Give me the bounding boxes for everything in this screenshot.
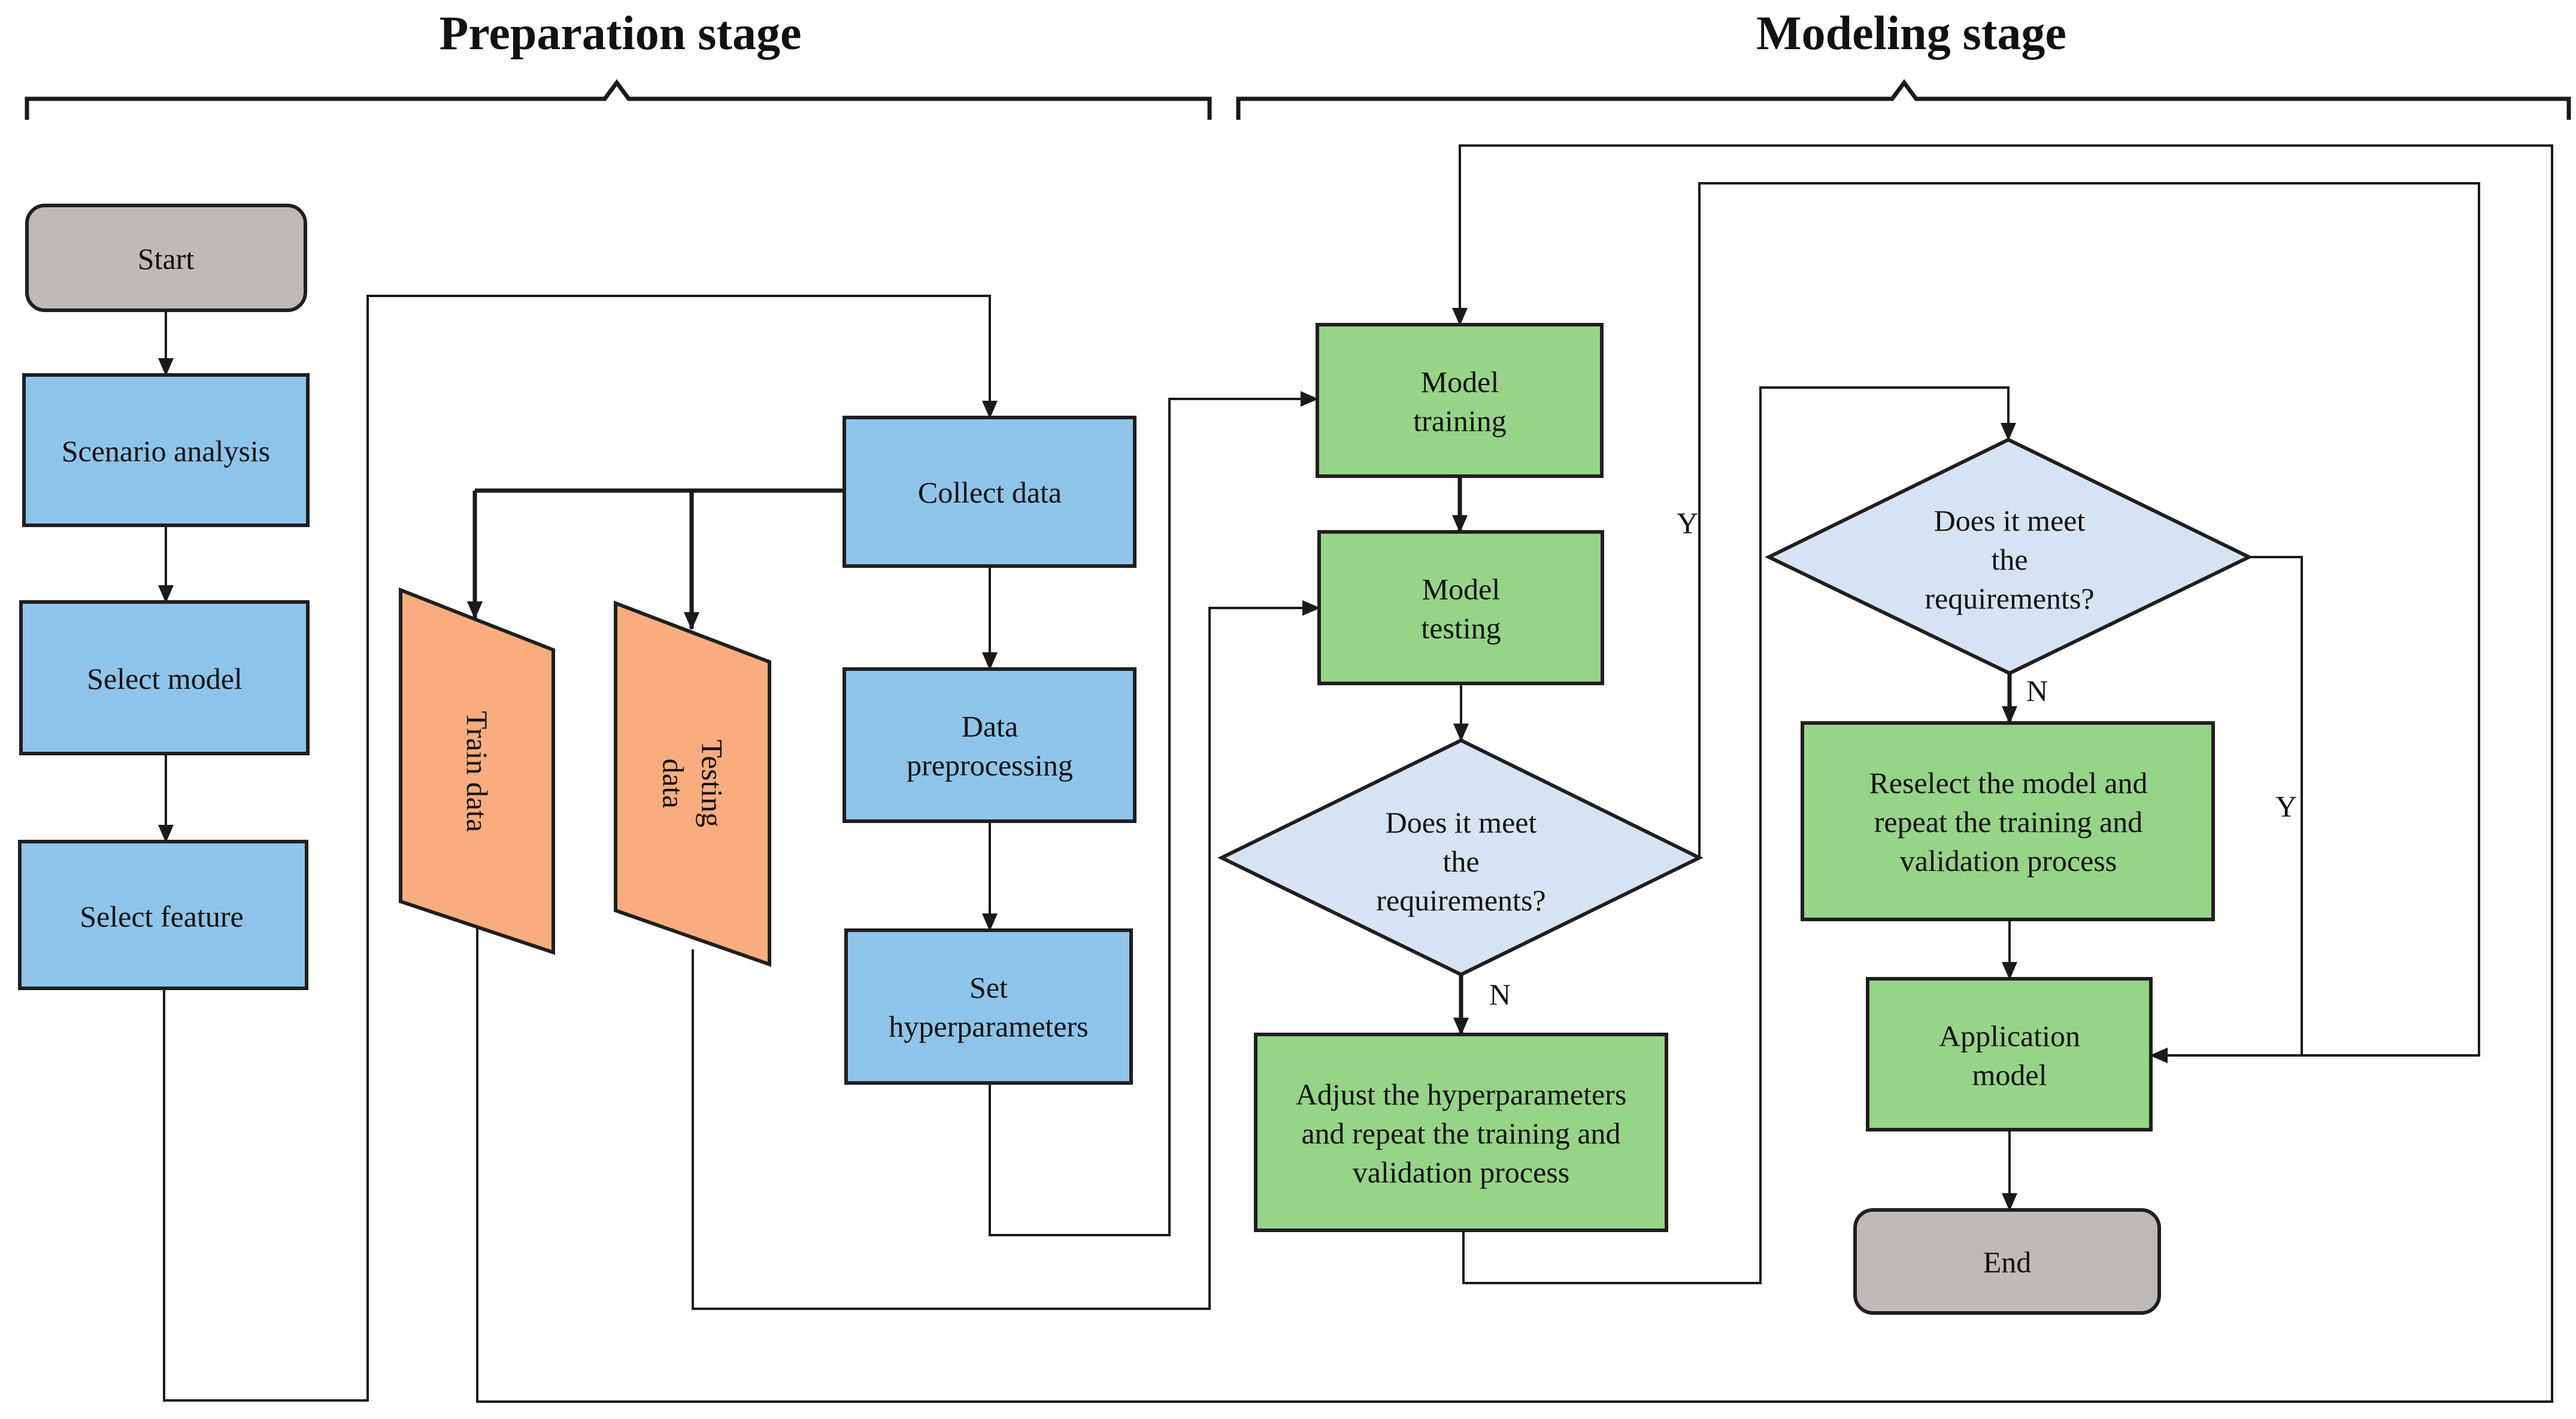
end-label-line: End	[1983, 1245, 2032, 1279]
adjust-label-line: Adjust the hyperparameters	[1296, 1078, 1627, 1111]
scenario-label-line: Scenario analysis	[62, 434, 271, 468]
data-preprocessing-node: Data preprocessing	[842, 667, 1137, 823]
preprocess-label-line: preprocessing	[907, 749, 1073, 782]
svg-text:Start: Start	[138, 242, 195, 276]
edge-select-feature-to-collect	[163, 295, 998, 1402]
set-hyperparameters-node: Set hyperparameters	[844, 928, 1133, 1085]
adjust-label-line: and repeat the training and	[1301, 1117, 1620, 1150]
start-node: Start	[25, 204, 307, 312]
reselect-label-line: Reselect the model and	[1869, 766, 2147, 800]
svg-text:Select model: Select model	[87, 662, 243, 695]
scenario-analysis-node: Scenario analysis	[22, 373, 310, 527]
connectors	[158, 144, 2553, 1403]
preparation-stage-title: Preparation stage	[439, 7, 801, 60]
end-node: End	[1853, 1208, 2161, 1315]
testing-data-node: Testingdata	[614, 600, 771, 967]
svg-text:Select feature: Select feature	[80, 900, 243, 933]
modeling-stage-title: Modeling stage	[1756, 7, 2066, 60]
select-feature-label-line: Select feature	[80, 900, 243, 933]
edge-decision1-yes-to-application	[1698, 182, 2480, 1063]
decision1-label-line: Does it meet	[1386, 806, 1537, 839]
preprocess-label-line: Data	[962, 710, 1018, 743]
testing-label-line: testing	[1421, 612, 1501, 645]
svg-text:Testingdata: Testingdata	[657, 740, 729, 827]
start-label-line: Start	[138, 242, 195, 276]
application-label-line: Application	[1939, 1019, 2080, 1053]
edge-train-data-to-application	[476, 144, 2553, 1403]
training-label-line: training	[1413, 404, 1507, 438]
svg-text:Collect data: Collect data	[918, 476, 1062, 509]
collect-label-line: Collect data	[918, 476, 1062, 509]
application-label-line: model	[1972, 1058, 2047, 1092]
decision2-label-line: requirements?	[1925, 582, 2094, 615]
decision2-no-label: N	[2026, 674, 2048, 707]
svg-text:Scenario analysis: Scenario analysis	[62, 434, 271, 468]
decision1-yes-label: Y	[1677, 506, 1698, 540]
testing-data-label-line: Testing	[696, 740, 729, 827]
decision2-yes-label: Y	[2275, 789, 2297, 823]
svg-text:End: End	[1983, 1245, 2032, 1279]
testing-label-line: Model	[1422, 573, 1501, 606]
model-testing-node: Model testing	[1317, 530, 1604, 685]
decision1-node: Does it meet the requirements?	[1217, 738, 1704, 977]
modeling-stage-brace	[1236, 79, 2571, 120]
svg-text:Train data: Train data	[460, 711, 494, 832]
adjust-label-line: validation process	[1353, 1155, 1569, 1189]
adjust-hyperparameters-node: Adjust the hyperparameters and repeat the…	[1254, 1033, 1668, 1232]
edge-testing-data-to-testing	[692, 600, 1320, 1310]
train-data-label-line: Train data	[460, 711, 494, 832]
decision2-label-line: the	[1991, 543, 2028, 576]
decision1-label-line: requirements?	[1376, 884, 1545, 917]
nodes: Start Scenario analysis Select model Sel…	[18, 204, 2253, 1315]
edge-adjust-to-decision2	[1462, 386, 2016, 1284]
train-data-node: Train data	[399, 587, 555, 955]
hyper-label-line: hyperparameters	[889, 1010, 1088, 1043]
select-model-label-line: Select model	[87, 662, 243, 695]
reselect-model-node: Reselect the model and repeat the trainin…	[1801, 721, 2215, 921]
select-feature-node: Select feature	[18, 840, 308, 990]
collect-data-node: Collect data	[842, 416, 1137, 568]
preparation-stage-brace	[25, 79, 1212, 120]
select-model-node: Select model	[19, 600, 310, 755]
model-training-node: Model training	[1316, 323, 1604, 478]
decision1-label-line: the	[1442, 845, 1479, 878]
testing-data-label-line: data	[657, 758, 690, 808]
hyper-label-line: Set	[969, 971, 1008, 1005]
decision2-node: Does it meet the requirements?	[1765, 437, 2253, 676]
edge-decision2-yes-to-application	[2150, 556, 2303, 1063]
application-model-node: Application model	[1866, 977, 2153, 1131]
decision1-no-label: N	[1489, 978, 1511, 1011]
decision2-label-line: Does it meet	[1934, 504, 2086, 537]
reselect-label-line: validation process	[1900, 844, 2117, 878]
reselect-label-line: repeat the training and	[1874, 805, 2142, 839]
edge-hyper-to-training	[989, 391, 1319, 1236]
training-label-line: Model	[1421, 365, 1499, 399]
